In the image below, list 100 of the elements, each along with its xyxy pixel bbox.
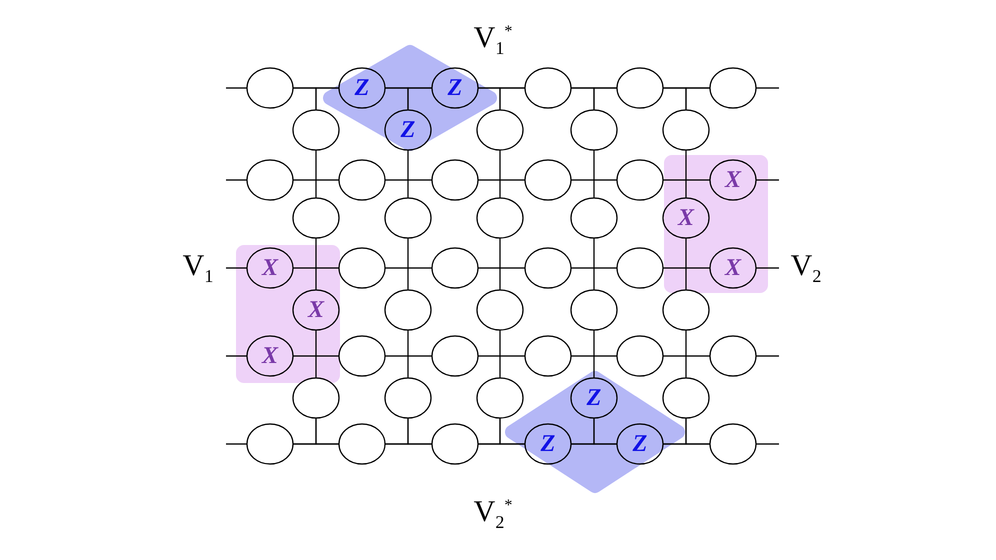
connector-line bbox=[385, 267, 432, 269]
connector-line bbox=[407, 330, 409, 378]
circle-node bbox=[616, 335, 664, 377]
connector-line bbox=[499, 87, 525, 110]
node-label: X bbox=[725, 256, 741, 280]
node-label: Z bbox=[586, 386, 602, 410]
circle-node bbox=[570, 289, 618, 331]
connector-line bbox=[499, 418, 525, 445]
circle-node bbox=[338, 159, 386, 201]
connector-line bbox=[756, 443, 779, 445]
circle-node bbox=[524, 423, 572, 465]
connector-line bbox=[756, 87, 779, 89]
connector-line bbox=[293, 179, 339, 181]
circle-node bbox=[662, 377, 710, 419]
vertex-label: V$_{1}$ bbox=[182, 251, 214, 285]
connector-line bbox=[293, 355, 339, 357]
circle-node bbox=[709, 67, 757, 109]
connector-line bbox=[385, 179, 432, 181]
circle-node bbox=[662, 109, 710, 151]
circle-node bbox=[524, 67, 572, 109]
circle-node bbox=[709, 335, 757, 377]
connector-line bbox=[756, 355, 779, 357]
circle-node bbox=[476, 109, 524, 151]
node-label: X bbox=[678, 206, 694, 230]
connector-line bbox=[407, 87, 432, 110]
circle-node bbox=[476, 197, 524, 239]
connector-line bbox=[685, 87, 710, 110]
connector-line bbox=[315, 87, 339, 110]
connector-line bbox=[226, 443, 247, 445]
connector-line bbox=[385, 355, 432, 357]
connector-line bbox=[407, 418, 432, 445]
connector-line bbox=[571, 267, 617, 269]
connector-line bbox=[407, 150, 409, 198]
node-label: Z bbox=[632, 432, 648, 456]
circle-node bbox=[570, 109, 618, 151]
connector-line bbox=[663, 267, 710, 269]
circle-node bbox=[431, 247, 479, 289]
circle-node bbox=[292, 197, 340, 239]
circle-node bbox=[662, 197, 710, 239]
circle-node bbox=[246, 423, 294, 465]
connector-line bbox=[593, 150, 595, 198]
circle-node bbox=[292, 377, 340, 419]
circle-node bbox=[292, 109, 340, 151]
circle-node bbox=[246, 159, 294, 201]
connector-line bbox=[593, 418, 617, 445]
connector-line bbox=[315, 418, 339, 445]
circle-node bbox=[476, 289, 524, 331]
node-label: X bbox=[308, 298, 324, 322]
circle-node bbox=[662, 289, 710, 331]
vertex-label: V$_{2}$ bbox=[790, 251, 822, 285]
circle-node bbox=[246, 247, 294, 289]
circle-node bbox=[709, 159, 757, 201]
circle-node bbox=[431, 335, 479, 377]
circle-node bbox=[338, 247, 386, 289]
circle-node bbox=[384, 289, 432, 331]
circle-node bbox=[709, 247, 757, 289]
circle-node bbox=[384, 197, 432, 239]
circle-node bbox=[524, 159, 572, 201]
connector-line bbox=[478, 179, 525, 181]
circle-node bbox=[709, 423, 757, 465]
circle-node bbox=[338, 335, 386, 377]
connector-line bbox=[685, 150, 687, 198]
connector-line bbox=[756, 267, 779, 269]
connector-line bbox=[226, 355, 247, 357]
circle-node bbox=[570, 377, 618, 419]
node-label: Z bbox=[354, 76, 370, 100]
connector-line bbox=[663, 179, 710, 181]
circle-node bbox=[431, 67, 479, 109]
node-label: Z bbox=[400, 118, 416, 142]
connector-line bbox=[226, 267, 247, 269]
connector-line bbox=[593, 238, 595, 290]
connector-line bbox=[499, 238, 501, 290]
circle-node bbox=[570, 197, 618, 239]
circle-node bbox=[246, 335, 294, 377]
connector-line bbox=[499, 150, 501, 198]
shaded-diamond bbox=[504, 370, 686, 494]
circle-node bbox=[524, 335, 572, 377]
connector-line bbox=[315, 330, 317, 378]
circle-node bbox=[431, 423, 479, 465]
circle-node bbox=[431, 159, 479, 201]
connector-line bbox=[226, 179, 247, 181]
circle-node bbox=[338, 67, 386, 109]
connector-line bbox=[407, 238, 409, 290]
circle-node bbox=[616, 67, 664, 109]
connector-line bbox=[685, 418, 710, 445]
circle-node bbox=[338, 423, 386, 465]
circle-node bbox=[616, 423, 664, 465]
connector-line bbox=[663, 355, 710, 357]
connector-line bbox=[226, 87, 247, 89]
circle-node bbox=[524, 247, 572, 289]
circle-node bbox=[616, 159, 664, 201]
connector-line bbox=[478, 267, 525, 269]
shaded-region bbox=[236, 245, 340, 383]
node-label: X bbox=[725, 168, 741, 192]
circle-node bbox=[384, 109, 432, 151]
node-label: Z bbox=[448, 76, 462, 100]
connector-line bbox=[499, 330, 501, 378]
connector-line bbox=[478, 355, 525, 357]
circle-node bbox=[616, 247, 664, 289]
connector-line bbox=[293, 267, 339, 269]
